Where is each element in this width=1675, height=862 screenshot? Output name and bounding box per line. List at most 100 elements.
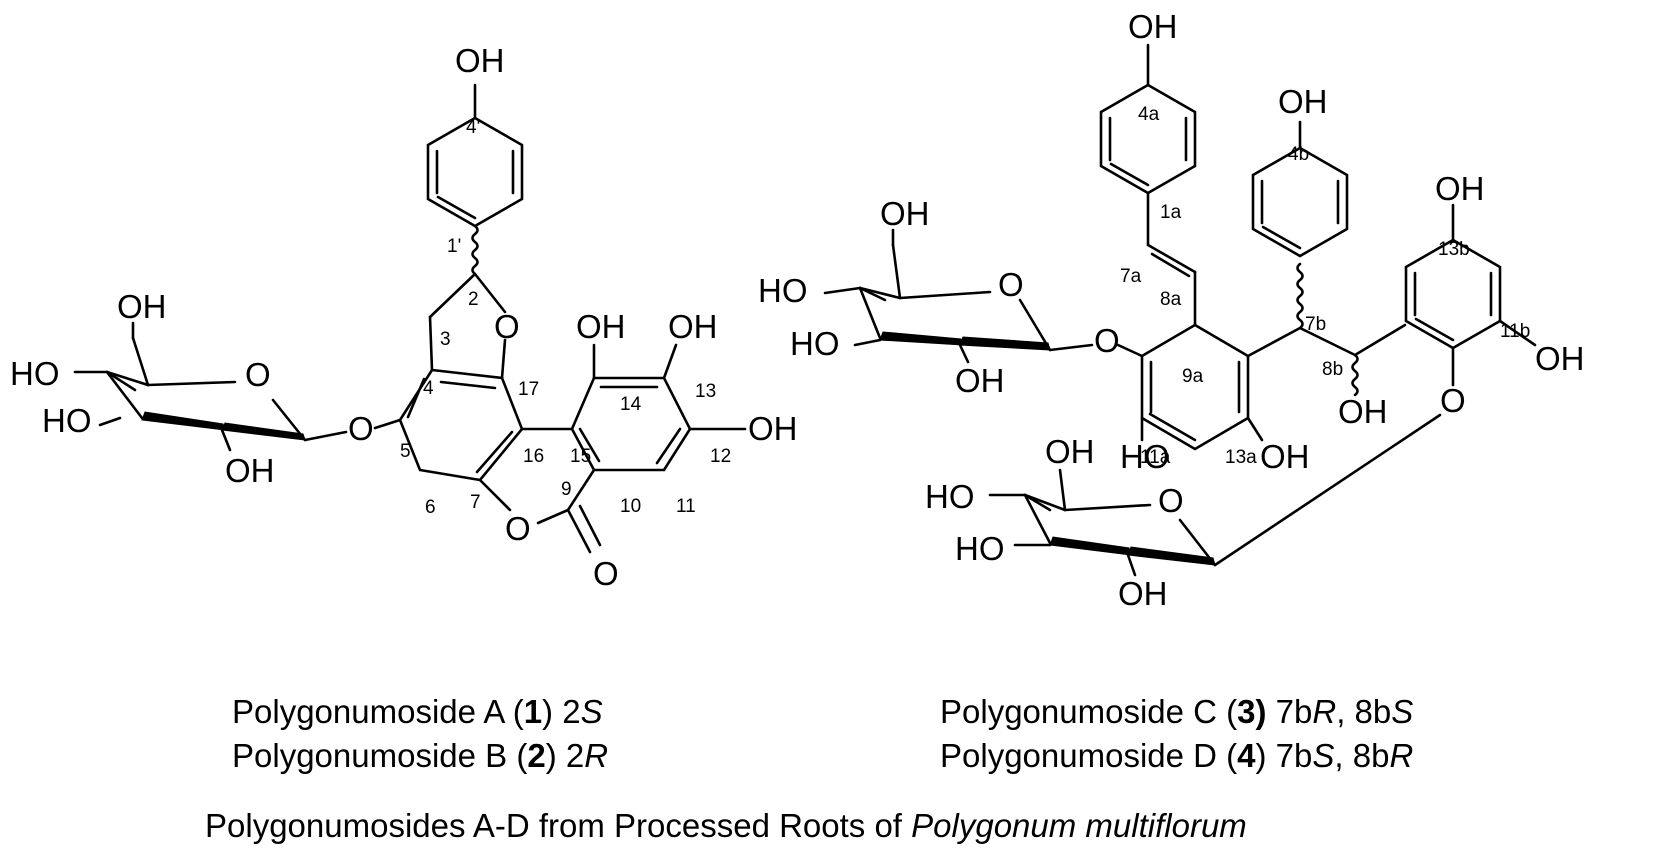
caption-d-config2: R	[1389, 737, 1414, 774]
phenol-ring-left	[426, 83, 524, 228]
structure-polygonumoside-cd: OH 4a 1a 7a 8a 9a 11a 13a HO OH O	[758, 8, 1585, 612]
caption-a-close: ) 2	[542, 693, 581, 730]
caption-c-name: Polygonumoside C (	[940, 693, 1238, 730]
locant-4prime: 4'	[466, 117, 480, 138]
locant-11: 11	[676, 496, 696, 517]
o-furan: O	[494, 308, 520, 345]
caption-a-num: 1	[523, 693, 543, 730]
caption-c-close: 7b	[1266, 693, 1313, 730]
locant-13b: 13b	[1438, 239, 1470, 260]
caption-polygonumoside-a: Polygonumoside A (1) 2S	[232, 692, 603, 732]
locant-4: 4	[423, 378, 434, 399]
figure-title: Polygonumosides A-D from Processed Roots…	[205, 806, 1247, 846]
locant-7a: 7a	[1120, 266, 1142, 287]
locant-13: 13	[695, 381, 716, 402]
wavy-bond-7b	[1296, 262, 1304, 330]
oh-4b: OH	[1278, 83, 1328, 120]
oh-6-right-top: OH	[880, 195, 930, 232]
oh-12: OH	[748, 410, 798, 447]
locant-14: 14	[620, 394, 642, 415]
wavy-bond-8b	[1351, 353, 1359, 397]
locant-17: 17	[518, 379, 539, 400]
o-lactone: O	[505, 510, 531, 547]
ho-4-left: HO	[10, 355, 60, 392]
oh-2-left: OH	[225, 452, 275, 489]
glucose-right-top	[823, 228, 1052, 364]
ho-11a: HO	[1120, 438, 1170, 475]
caption-a-config: S	[580, 693, 603, 730]
locant-8a: 8a	[1160, 289, 1182, 310]
oh-13b: OH	[1435, 170, 1485, 207]
locant-1a: 1a	[1160, 202, 1182, 223]
locant-11b: 11b	[1500, 321, 1530, 342]
locant-7b: 7b	[1305, 314, 1326, 335]
locant-1prime: 1'	[447, 236, 461, 257]
oh-2-right-top: OH	[955, 362, 1005, 399]
caption-c-num: 3)	[1237, 693, 1267, 730]
oh-14: OH	[576, 308, 626, 345]
o-ring-right-bottom: O	[1158, 482, 1184, 519]
oh-6-right-bottom: OH	[1045, 433, 1095, 470]
caption-b-config: R	[584, 737, 609, 774]
locant-9a: 9a	[1182, 366, 1204, 387]
figure-title-species: Polygonum multiflorum	[911, 807, 1247, 844]
locant-11a: 11a	[1140, 447, 1171, 468]
o-ring-right-top: O	[998, 266, 1024, 303]
locant-3: 3	[440, 329, 451, 350]
ho-3-left: HO	[42, 402, 92, 439]
caption-c-config2: S	[1391, 693, 1414, 730]
caption-polygonumoside-d: Polygonumoside D (4) 7bS, 8bR	[940, 736, 1413, 776]
oh-13: OH	[668, 308, 718, 345]
lactone-ring	[478, 427, 602, 554]
figure-title-main: Polygonumosides A-D from Processed Roots…	[205, 807, 902, 844]
locant-10: 10	[620, 496, 641, 517]
o-glycoside-left: O	[348, 410, 374, 447]
oh-4prime: OH	[455, 42, 505, 79]
locant-5: 5	[400, 441, 411, 462]
caption-d-sep: , 8b	[1334, 737, 1390, 774]
locant-12: 12	[710, 446, 731, 467]
ho-4-right-top: HO	[758, 272, 808, 309]
caption-b-name: Polygonumoside B (	[232, 737, 528, 774]
locant-13a: 13a	[1225, 447, 1257, 468]
locant-4b: 4b	[1288, 144, 1309, 165]
o-ring-left: O	[245, 356, 271, 393]
central-ring-9a	[1140, 323, 1250, 451]
o-carbonyl: O	[593, 555, 619, 592]
locant-16: 16	[523, 446, 544, 467]
oh-11b: OH	[1535, 340, 1585, 377]
locant-8b: 8b	[1322, 359, 1343, 380]
glucose-left	[73, 321, 307, 452]
o-glycoside-right-bottom: O	[1440, 382, 1466, 419]
wavy-bond-1prime-2	[471, 224, 479, 276]
ho-3-right-top: HO	[790, 325, 840, 362]
locant-15: 15	[570, 446, 591, 467]
caption-c-sep: , 8b	[1336, 693, 1392, 730]
caption-d-config1: S	[1312, 737, 1335, 774]
caption-b-num: 2	[527, 737, 546, 774]
oh-8b: OH	[1338, 393, 1388, 430]
caption-c-config1: R	[1312, 693, 1337, 730]
caption-polygonumoside-b: Polygonumoside B (2) 2R	[232, 736, 608, 776]
o-glycoside-right-top: O	[1094, 322, 1120, 359]
structure-polygonumoside-ab: OH 4' 1' O 2 3 4 5 6 7 16 17	[10, 42, 798, 592]
glucose-right-bottom	[988, 468, 1217, 577]
caption-d-close: ) 7b	[1255, 737, 1313, 774]
caption-a-name: Polygonumoside A (	[232, 693, 524, 730]
dihydrofuran-ring	[428, 272, 507, 380]
oh-13a: OH	[1260, 438, 1310, 475]
ho-4-right-bottom: HO	[925, 478, 975, 515]
caption-d-name: Polygonumoside D (	[940, 737, 1238, 774]
central-aromatic-ring	[398, 368, 524, 482]
locant-4a: 4a	[1138, 104, 1160, 125]
oh-2-right-bottom: OH	[1118, 575, 1168, 612]
caption-d-num: 4	[1237, 737, 1256, 774]
oh-6-left: OH	[117, 288, 167, 325]
locant-2: 2	[468, 289, 479, 310]
ho-3-right-bottom: HO	[955, 530, 1005, 567]
caption-polygonumoside-c: Polygonumoside C (3) 7bR, 8bS	[940, 692, 1413, 732]
locant-7: 7	[470, 492, 481, 513]
locant-9: 9	[561, 479, 572, 500]
